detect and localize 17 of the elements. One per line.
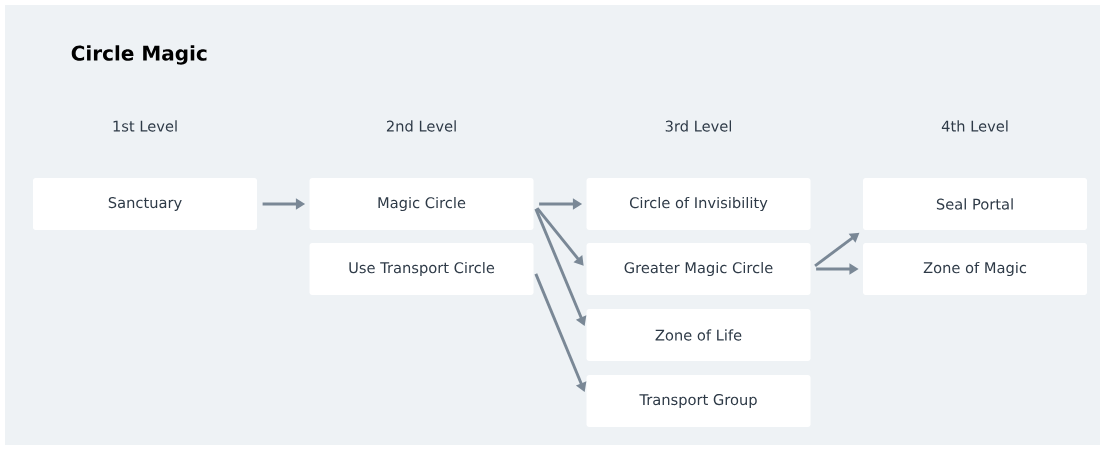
arrow: [535, 207, 584, 266]
level-heading: 4th Level: [941, 120, 1008, 132]
arrow: [534, 273, 587, 392]
level-heading: 2nd Level: [386, 120, 456, 132]
arrow: [534, 208, 587, 326]
title: Circle Magic: [71, 45, 207, 65]
process-box: Use Transport Circle: [309, 243, 534, 295]
process-box: Magic Circle: [309, 178, 534, 230]
process-box: Transport Group: [586, 375, 811, 427]
process-box: Greater Magic Circle: [586, 243, 811, 295]
process-box: Zone of Life: [586, 309, 811, 361]
process-box: Zone of Magic: [863, 243, 1087, 295]
process-box: Circle of Invisibility: [586, 178, 811, 230]
level-heading: 1st Level: [113, 120, 177, 132]
process-box: Seal Portal: [863, 178, 1087, 230]
process-box: Sanctuary: [33, 178, 257, 230]
level-heading: 3rd Level: [665, 120, 732, 132]
